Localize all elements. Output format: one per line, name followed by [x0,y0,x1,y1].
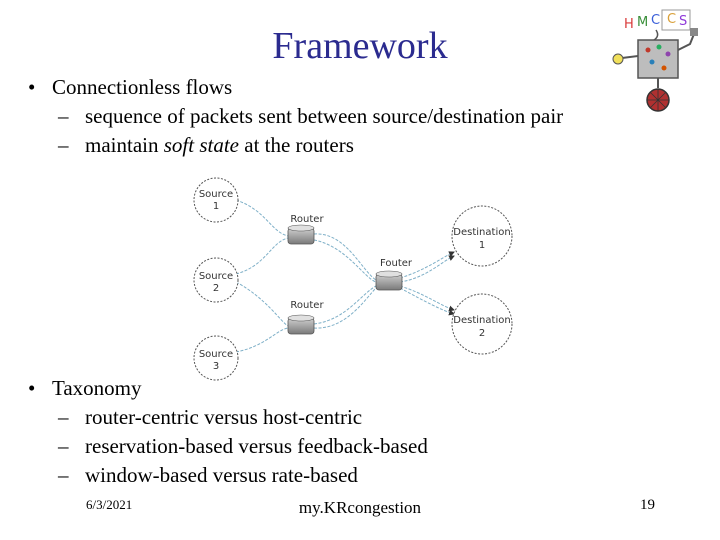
bullet-glyph: • [28,376,36,400]
bullet-group-connectionless: • Connectionless flows –sequence of packe… [28,73,563,160]
source-node-1: Source 1 [193,177,239,223]
sub-bullet-item: –reservation-based versus feedback-based [28,432,428,461]
flow-line [399,255,455,283]
bullet-text: Taxonomy [52,376,142,400]
logo-letter: H [624,17,634,32]
logo-letter: C [667,12,676,27]
robot-wheel-spokes [647,89,669,111]
bullet-item: • Taxonomy [28,374,428,403]
robot-left-hand [612,53,624,65]
flow-line [313,239,377,283]
flow-line [313,285,377,325]
bullet-item: • Connectionless flows [28,73,563,102]
logo-letter: S [679,14,687,29]
flow-line [399,287,455,316]
dash-glyph: – [58,434,69,458]
logo-letters: H M C C S [624,12,687,32]
robot-right-arm [677,33,695,51]
sub-bullet-item: –window-based versus rate-based [28,461,428,490]
sub-bullet-part-italic: soft state [163,133,239,157]
bullet-group-taxonomy: •Taxonomy –router-centric versus host-ce… [28,374,428,490]
source-node-2: Source 2 [193,257,239,303]
router-middle: Fouter [375,258,413,291]
flow-line [313,287,377,329]
logo-letter-box [661,9,691,31]
router-label: Fouter [380,258,413,269]
bullet-glyph: • [28,75,36,99]
sub-bullet-part: at the routers [239,133,354,157]
sub-bullet-part: maintain [85,133,164,157]
sub-bullet-part: router-centric versus host-centric [85,405,363,429]
source-label: Source [199,189,233,200]
robot-dot [661,65,667,71]
robot-dot [649,59,655,65]
sub-bullet-item: –maintain soft state at the routers [28,131,563,160]
flow-line [235,327,289,353]
sub-bullet-part: sequence of packets sent between source/… [85,104,564,128]
router-label: Router [290,300,324,311]
flow-line [313,233,377,281]
flow-line [399,285,455,312]
logo-letter: C [651,13,660,28]
source-label: Source [199,271,233,282]
destination-number: 1 [479,240,485,251]
router-bottom: Router [287,300,324,335]
destination-node-1: Destination 1 [451,205,513,267]
flow-line [235,281,289,327]
source-number: 2 [213,283,219,294]
sub-bullet-part: window-based versus rate-based [85,463,358,487]
source-label: Source [199,349,233,360]
router-top: Router [287,214,324,245]
source-node-3: Source 3 [193,335,239,381]
destination-number: 2 [479,328,485,339]
robot-left-arm [621,55,639,59]
hmc-cs-robot-logo: H M C C S [612,9,698,112]
destination-node-2: Destination 2 [451,293,513,355]
destination-label: Destination [453,227,510,238]
slide-title: Framework [272,25,448,67]
source-number: 1 [213,201,219,212]
destination-label: Destination [453,315,510,326]
robot-dot [665,51,671,57]
flow-line [235,237,289,275]
robot-dot [656,44,662,50]
sub-bullet-part: reservation-based versus feedback-based [85,434,428,458]
flow-line [235,199,289,237]
logo-letter: M [637,15,648,30]
router-label: Router [290,214,324,225]
bullet-text: Connectionless flows [52,75,233,99]
sub-bullet-item: –router-centric versus host-centric [28,403,428,432]
flow-line [399,251,455,279]
robot-antenna [653,29,659,41]
dash-glyph: – [58,104,69,128]
robot-dot [645,47,651,53]
source-number: 3 [213,361,219,372]
network-diagram: Source 1 Source 2 Source 3 Router Fouter… [193,177,513,381]
footer-date: 6/3/2021 [86,497,133,512]
dash-glyph: – [58,463,69,487]
footer-title: my.KRcongestion [298,498,422,517]
robot-right-hand [690,28,698,36]
sub-bullet-item: –sequence of packets sent between source… [28,102,563,131]
footer-page-number: 19 [640,497,655,513]
dash-glyph: – [58,133,69,157]
dash-glyph: – [58,405,69,429]
